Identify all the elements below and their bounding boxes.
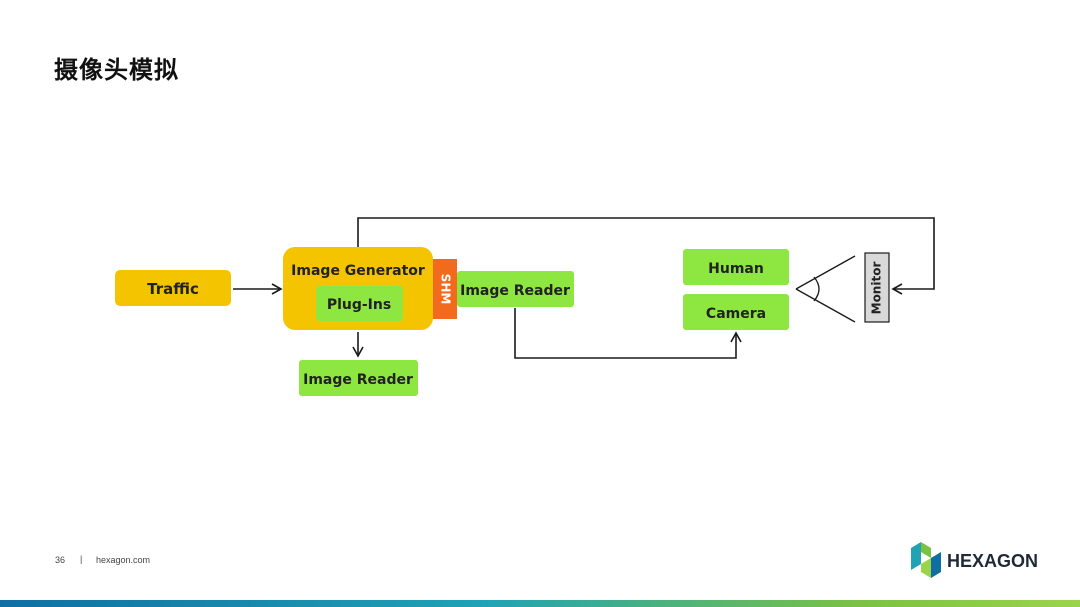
plug-ins-box — [316, 286, 403, 321]
brand-name: HEXAGON — [947, 551, 1039, 571]
footer-separator: | — [80, 554, 83, 564]
monitor-label: Monitor — [870, 262, 884, 315]
traffic-label: Traffic — [147, 280, 199, 298]
hexagon-logo-icon — [911, 542, 941, 578]
human-box — [683, 249, 789, 285]
camera-box — [683, 294, 789, 330]
shm-box — [433, 259, 457, 319]
image-generator-label: Image Generator — [291, 263, 425, 279]
image-reader-bottom-box — [299, 360, 418, 396]
human-label: Human — [708, 261, 764, 277]
monitor-box — [864, 252, 890, 323]
slide-title: 摄像头模拟 — [54, 56, 179, 84]
view-cone-icon — [795, 255, 856, 323]
image-reader-right-box — [457, 271, 574, 307]
plug-ins-label: Plug-Ins — [327, 297, 391, 313]
traffic-box — [115, 270, 231, 306]
shm-label: SHM — [439, 274, 453, 305]
page-number: 36 — [55, 555, 66, 565]
camera-label: Camera — [706, 306, 766, 322]
image-reader-bottom-label: Image Reader — [303, 372, 413, 388]
footer-website: hexagon.com — [96, 555, 151, 565]
image-reader-right-label: Image Reader — [460, 283, 570, 299]
reader-to-camera-line — [514, 308, 742, 359]
monitor-feedback-line — [357, 217, 935, 295]
bottom-accent-bar — [0, 600, 1080, 607]
